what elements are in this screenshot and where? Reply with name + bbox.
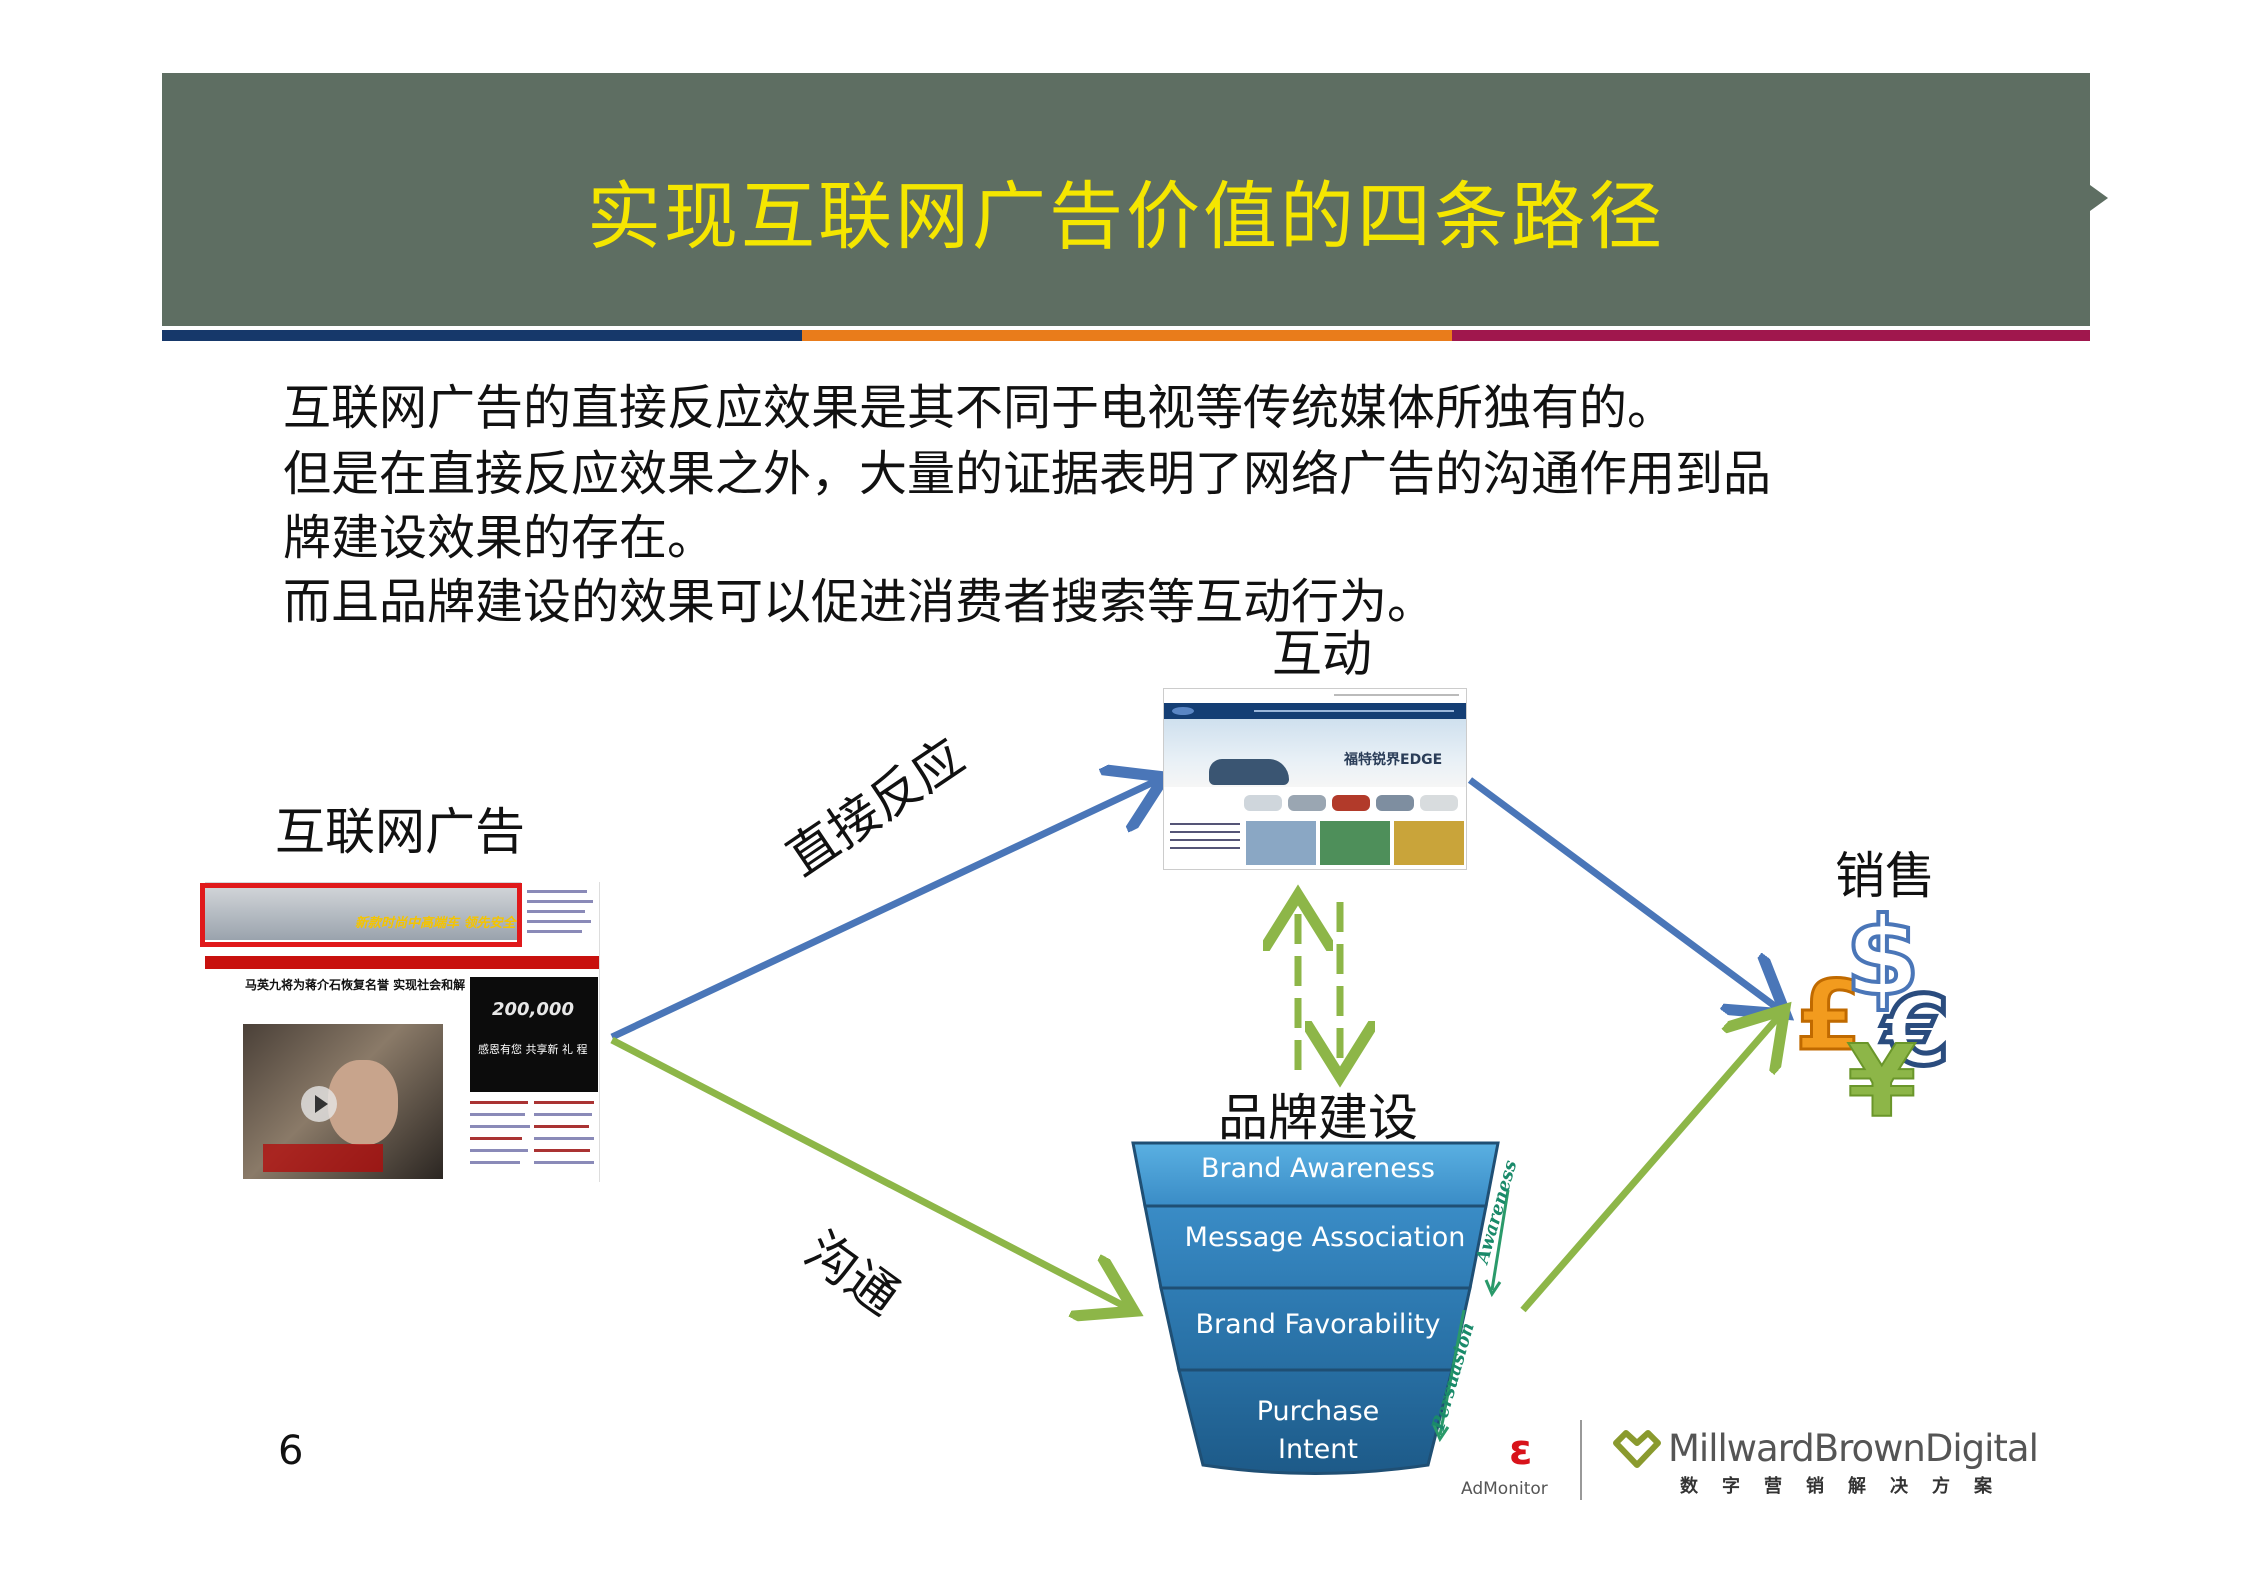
play-triangle-icon [315,1095,328,1113]
arrow-brand-to-sales [1520,1015,1780,1313]
ad-black-number: 200,000 [492,999,574,1020]
title-bar: 实现互联网广告价值的四条路径 [162,73,2090,326]
body-line-2: 但是在直接反应效果之外，大量的证据表明了网络广告的沟通作用到品 [283,446,1772,502]
site-top-strip [1164,689,1466,703]
euro-icon: € [1881,973,1953,1090]
arrow-ad-to-interaction [610,780,1158,1041]
ad-banner-text: 新款时尚中高端车 领先安全 [355,916,516,931]
ad-banner: 新款时尚中高端车 领先安全 [205,882,521,940]
funnel-label-awareness: Brand Awareness [1201,1153,1435,1184]
divider-stripe-blue [162,330,802,341]
millward-brown-mark-icon [1613,1430,1661,1468]
ad-video-thumbnail [243,1024,443,1179]
ad-side-links [527,886,597,936]
funnel-label-intent: Intent [1278,1434,1358,1465]
site-thumbnails [1244,793,1464,813]
page-number: 6 [278,1428,304,1474]
millward-brown-logo: MillwardBrownDigital 数字营销解决方案 [1612,1427,2039,1497]
internet-ad-screenshot: 新款时尚中高端车 领先安全 马英九将为蒋介石恢复名誉 实现社会和解 200,00… [205,882,600,1182]
admonitor-mark-icon: ε [1509,1425,1533,1474]
ad-highlight-box [200,883,522,947]
ad-black-banner: 200,000 感恩有您 共享新 礼 程 [470,977,598,1092]
ad-link-list [470,1097,599,1182]
person-image [328,1060,398,1145]
interaction-label: 互动 [1272,625,1372,683]
funnel-side-arrows [1432,1189,1510,1443]
body-line-3: 牌建设效果的存在。 [283,510,716,566]
sales-label: 销售 [1835,847,1935,905]
ad-nav-bar [205,956,599,969]
logo-divider [1580,1420,1582,1500]
site-hero-text: 福特锐界EDGE [1344,752,1443,768]
admonitor-text: AdMonitor [1461,1479,1548,1499]
admonitor-logo: ε AdMonitor [1455,1425,1555,1500]
divider-stripe-orange [802,330,1452,341]
funnel-label-association: Message Association [1184,1222,1466,1253]
arrow-interaction-to-sales [1467,777,1780,1010]
millward-brown-name: MillwardBrownDigital [1668,1427,2039,1470]
millward-brown-sub: 数字营销解决方案 [1680,1476,2016,1497]
arrow-ad-to-brand [610,1036,1128,1308]
funnel-label-purchase: Purchase [1256,1396,1380,1427]
pound-icon: £ [1794,959,1864,1074]
brand-building-label: 品牌建设 [1218,1089,1418,1147]
funnel-label-favorability: Brand Favorability [1195,1309,1441,1340]
car-image [1209,759,1289,785]
dollar-icon: $ [1843,893,1922,1022]
body-line-4: 而且品牌建设的效果可以促进消费者搜索等互动行为。 [283,574,1436,630]
video-caption [263,1144,383,1172]
yen-icon: ¥ [1846,1022,1918,1141]
ad-black-text: 感恩有您 共享新 礼 程 [478,1043,588,1056]
interaction-website-screenshot: 福特锐界EDGE [1163,688,1467,870]
funnel-stage-4 [1177,1368,1454,1475]
brand-funnel [1128,1140,1508,1475]
currency-icons: £ $ € ¥ [1794,893,1965,1141]
site-hero: 福特锐界EDGE [1164,719,1466,787]
slide-title: 实现互联网广告价值的四条路径 [587,174,1665,260]
title-marker [2090,185,2108,211]
site-lower-content [1164,817,1466,869]
ad-headline: 马英九将为蒋介石恢复名誉 实现社会和解 [245,978,466,992]
body-line-1: 互联网广告的直接反应效果是其不同于电视等传统媒体所独有的。 [283,380,1676,436]
site-nav-bar [1164,703,1466,719]
internet-ad-label: 互联网广告 [275,803,525,861]
divider-stripe-crimson [1452,330,2090,341]
